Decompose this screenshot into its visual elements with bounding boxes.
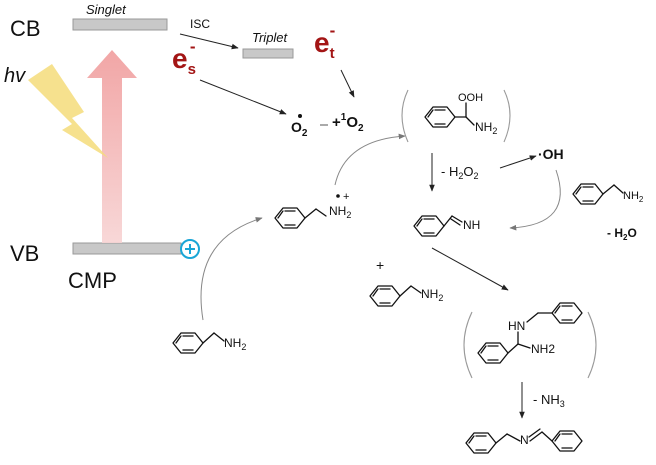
singlet-electron-sub: s — [188, 61, 196, 78]
triplet-electron-sub: t — [330, 45, 335, 62]
excitation-arrow-icon — [87, 50, 137, 243]
aminal-right-bracket — [587, 311, 597, 379]
cation-to-hydroperoxide-arrow — [334, 133, 406, 186]
radical-cation-molecule — [274, 207, 327, 229]
material-label: CMP — [68, 268, 117, 293]
triplet-band — [242, 48, 294, 59]
aminal-hn: HN — [508, 319, 525, 333]
product-imine-molecule — [465, 428, 583, 454]
minus-nh3: - NH3 — [533, 392, 565, 409]
singlet-band — [72, 18, 168, 31]
hydroperoxide-amine: NH2 — [475, 120, 497, 136]
imine-to-aminal-arrow — [431, 247, 509, 291]
vb-label: VB — [10, 241, 39, 266]
left-bracket — [401, 89, 409, 143]
hydroperoxide-molecule — [424, 102, 475, 128]
right-bracket — [503, 89, 511, 143]
triplet-electron-symbol: e — [314, 27, 330, 58]
cb-label: CB — [10, 16, 41, 41]
triplet-electron: et - — [314, 21, 335, 62]
h2o2-to-oh-arrow — [499, 155, 537, 169]
aminal-nh2: NH2 — [531, 342, 555, 356]
plus-sign: + — [376, 257, 384, 273]
benzylamine-middle-molecule — [369, 285, 422, 307]
benzylamine-left-molecule — [172, 332, 225, 354]
hole-oxidation-arrow — [200, 217, 263, 321]
benzylamine-right-amine: NH2 — [623, 190, 644, 204]
radical-cation-plus: + — [343, 191, 349, 203]
hydroperoxide-group: OOH — [458, 92, 483, 104]
singlet-label: Singlet — [86, 2, 127, 17]
minus-h2o: - H2O — [607, 226, 637, 242]
valence-band — [72, 242, 182, 255]
light-label: hv — [4, 65, 26, 87]
triplet-label: Triplet — [252, 30, 289, 45]
product-n: N — [520, 433, 529, 447]
singlet-to-superoxide-arrow — [199, 79, 287, 115]
minus-h2o2: - H2O2 — [441, 164, 479, 181]
benzylamine-middle-amine: NH2 — [421, 287, 443, 303]
benzylamine-right-molecule — [572, 183, 624, 205]
isc-arrow — [179, 33, 239, 50]
radical-cation-amine: NH2 — [329, 204, 351, 220]
singlet-electron-symbol: e — [172, 43, 188, 74]
singlet-electron-charge: - — [190, 37, 196, 56]
superoxide: O2 — [291, 119, 308, 139]
benzylamine-left-amine: NH2 — [224, 336, 246, 352]
triplet-electron-charge: - — [330, 21, 336, 40]
singlet-electron: es - — [172, 37, 196, 78]
singlet-oxygen: +1O2 — [332, 112, 364, 134]
imine-molecule — [413, 215, 463, 237]
hole-plus-icon — [185, 244, 195, 254]
isc-label: ISC — [190, 17, 210, 31]
hydroxyl-curved-arrow — [509, 169, 561, 231]
light-bolt-icon — [28, 64, 108, 158]
triplet-to-singlet-oxygen-arrow — [340, 69, 355, 98]
aminal-molecule — [477, 302, 583, 364]
hydroxyl-radical: ·OH — [538, 146, 564, 162]
radical-dot-icon — [298, 114, 302, 118]
cation-radical-dot-icon — [336, 194, 340, 198]
aminal-left-bracket — [463, 311, 473, 379]
imine-nh: NH — [463, 218, 480, 232]
